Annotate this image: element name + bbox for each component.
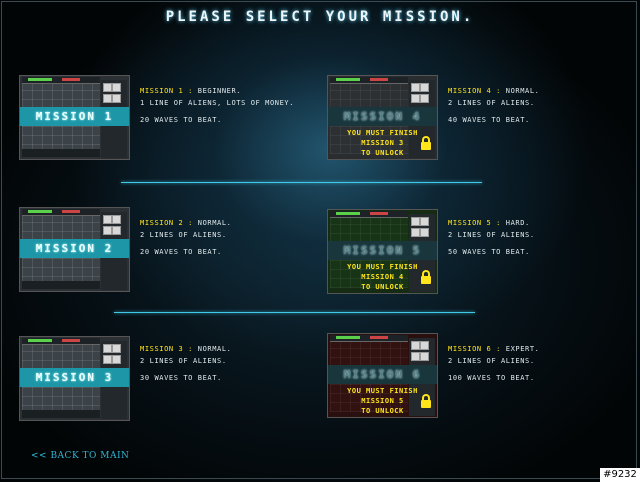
mission-5-label: MISSION 5 <box>328 241 437 260</box>
mission-6-info: MISSION 6 : EXPERT. 2 LINES OF ALIENS. 1… <box>448 345 540 382</box>
mission-2-card[interactable]: MISSION 2 <box>19 207 130 292</box>
mission-5-card[interactable]: MISSION 5 YOU MUST FINISH MISSION 4 TO U… <box>327 209 438 294</box>
mission-4-lock-message: YOU MUST FINISH MISSION 3 TO UNLOCK <box>347 129 418 157</box>
mission-2-label: MISSION 2 <box>20 239 129 258</box>
separator-line <box>114 312 475 313</box>
image-tag: #9232 <box>600 468 640 482</box>
padlock-icon <box>421 394 431 408</box>
mission-3-info: MISSION 3 : NORMAL. 2 LINES OF ALIENS. 3… <box>140 345 232 382</box>
separator-line <box>121 182 482 183</box>
mission-2-info: MISSION 2 : NORMAL. 2 LINES OF ALIENS. 2… <box>140 219 232 256</box>
mission-6-label: MISSION 6 <box>328 365 437 384</box>
mission-3-label: MISSION 3 <box>20 368 129 387</box>
mission-4-info: MISSION 4 : NORMAL. 2 LINES OF ALIENS. 4… <box>448 87 540 124</box>
mission-6-lock-message: YOU MUST FINISH MISSION 5 TO UNLOCK <box>347 387 418 415</box>
mission-4-card[interactable]: MISSION 4 YOU MUST FINISH MISSION 3 TO U… <box>327 75 438 160</box>
mission-6-card[interactable]: MISSION 6 YOU MUST FINISH MISSION 5 TO U… <box>327 333 438 418</box>
mission-1-info: MISSION 1 : BEGINNER. 1 LINE OF ALIENS, … <box>140 87 295 124</box>
mission-5-lock-message: YOU MUST FINISH MISSION 4 TO UNLOCK <box>347 263 418 291</box>
mission-5-info: MISSION 5 : HARD. 2 LINES OF ALIENS. 50 … <box>448 219 535 256</box>
padlock-icon <box>421 136 431 150</box>
mission-3-card[interactable]: MISSION 3 <box>19 336 130 421</box>
mission-1-card[interactable]: MISSION 1 <box>19 75 130 160</box>
mission-1-label: MISSION 1 <box>20 107 129 126</box>
mission-4-label: MISSION 4 <box>328 107 437 126</box>
padlock-icon <box>421 270 431 284</box>
page-title: PLEASE SELECT YOUR MISSION. <box>165 9 475 25</box>
back-to-main-link[interactable]: << BACK TO MAIN <box>31 451 130 461</box>
